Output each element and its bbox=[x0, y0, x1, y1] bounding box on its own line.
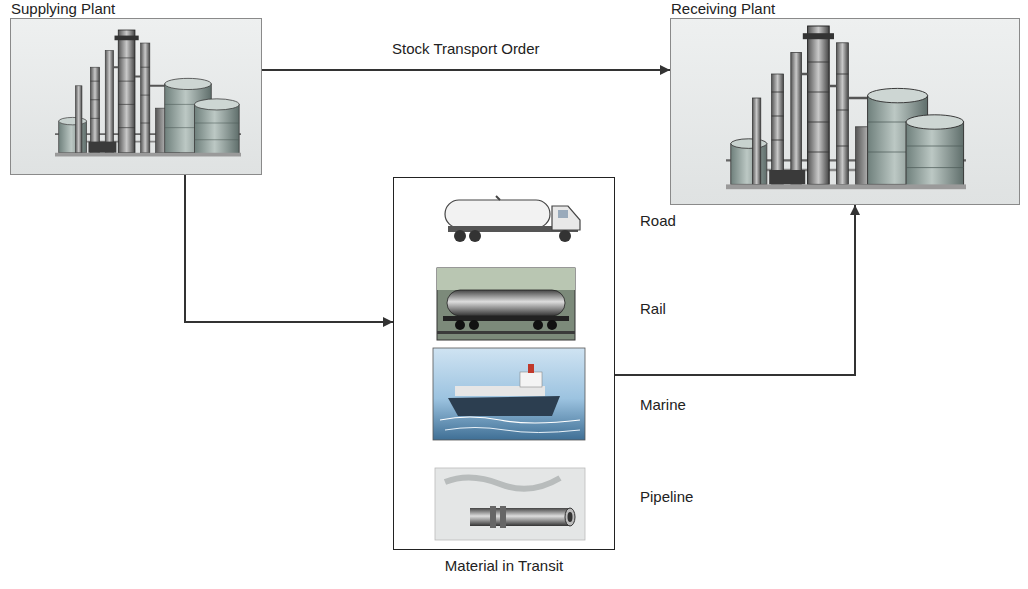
box-heading: Receiving Plant bbox=[671, 0, 775, 18]
flow-arrow bbox=[262, 69, 670, 71]
transit-box: Material in Transit bbox=[393, 177, 615, 550]
rail-tanker-icon bbox=[437, 268, 575, 340]
transport-mode-label: Pipeline bbox=[640, 488, 693, 506]
flow-arrow bbox=[615, 205, 855, 375]
box-heading: Supplying Plant bbox=[11, 0, 115, 18]
pipeline-icon bbox=[435, 468, 585, 540]
edge-label: Stock Transport Order bbox=[389, 40, 543, 58]
transport-mode-label: Rail bbox=[640, 300, 666, 318]
refinery-illustration bbox=[55, 30, 241, 156]
flow-arrow bbox=[185, 175, 393, 322]
transport-mode-label: Marine bbox=[640, 396, 686, 414]
transport-mode-label: Road bbox=[640, 212, 676, 230]
refinery-illustration bbox=[726, 26, 966, 189]
ship-icon bbox=[433, 348, 585, 440]
box-caption: Material in Transit bbox=[445, 557, 563, 575]
receiving-plant-box: Receiving Plant bbox=[670, 18, 1020, 205]
plant-ground bbox=[10, 18, 262, 175]
tank-truck-icon bbox=[445, 196, 580, 242]
supplying-plant-box: Supplying Plant bbox=[10, 18, 262, 175]
plant-ground bbox=[670, 18, 1020, 205]
